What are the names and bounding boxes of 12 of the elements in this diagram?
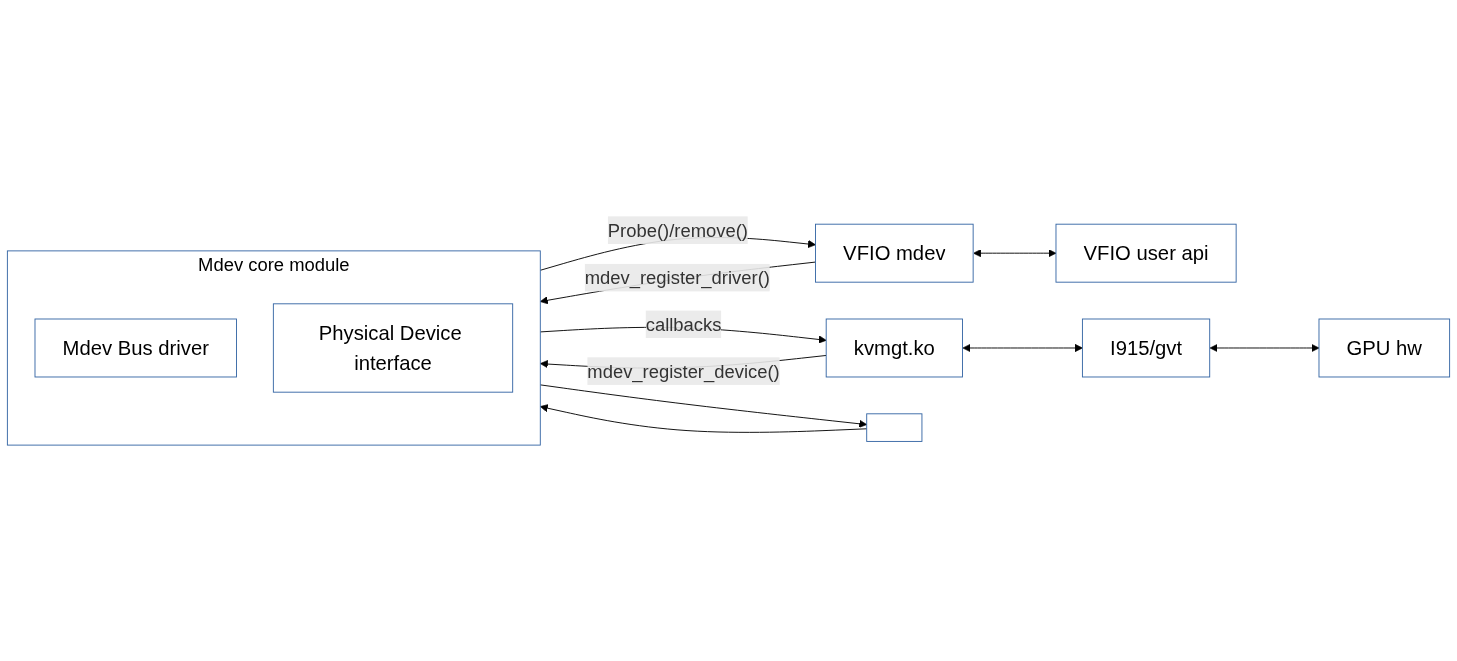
- node-box: VFIO mdev: [815, 223, 974, 283]
- node-box: Physical Device interface: [272, 303, 514, 393]
- node-box: GPU hw: [1318, 318, 1451, 378]
- node-box: I915/gvt: [1081, 318, 1211, 378]
- node-box: Mdev Bus driver: [34, 318, 237, 378]
- node-box: kvmgt.ko: [825, 318, 963, 378]
- edge-label: callbacks: [645, 313, 722, 335]
- edge-label: mdev_register_device(): [587, 360, 780, 381]
- node-box: [866, 413, 923, 442]
- node-box: VFIO user api: [1055, 223, 1237, 283]
- edge-label: mdev_register_driver(): [584, 267, 770, 288]
- edge-label: Probe()/remove(): [607, 219, 748, 241]
